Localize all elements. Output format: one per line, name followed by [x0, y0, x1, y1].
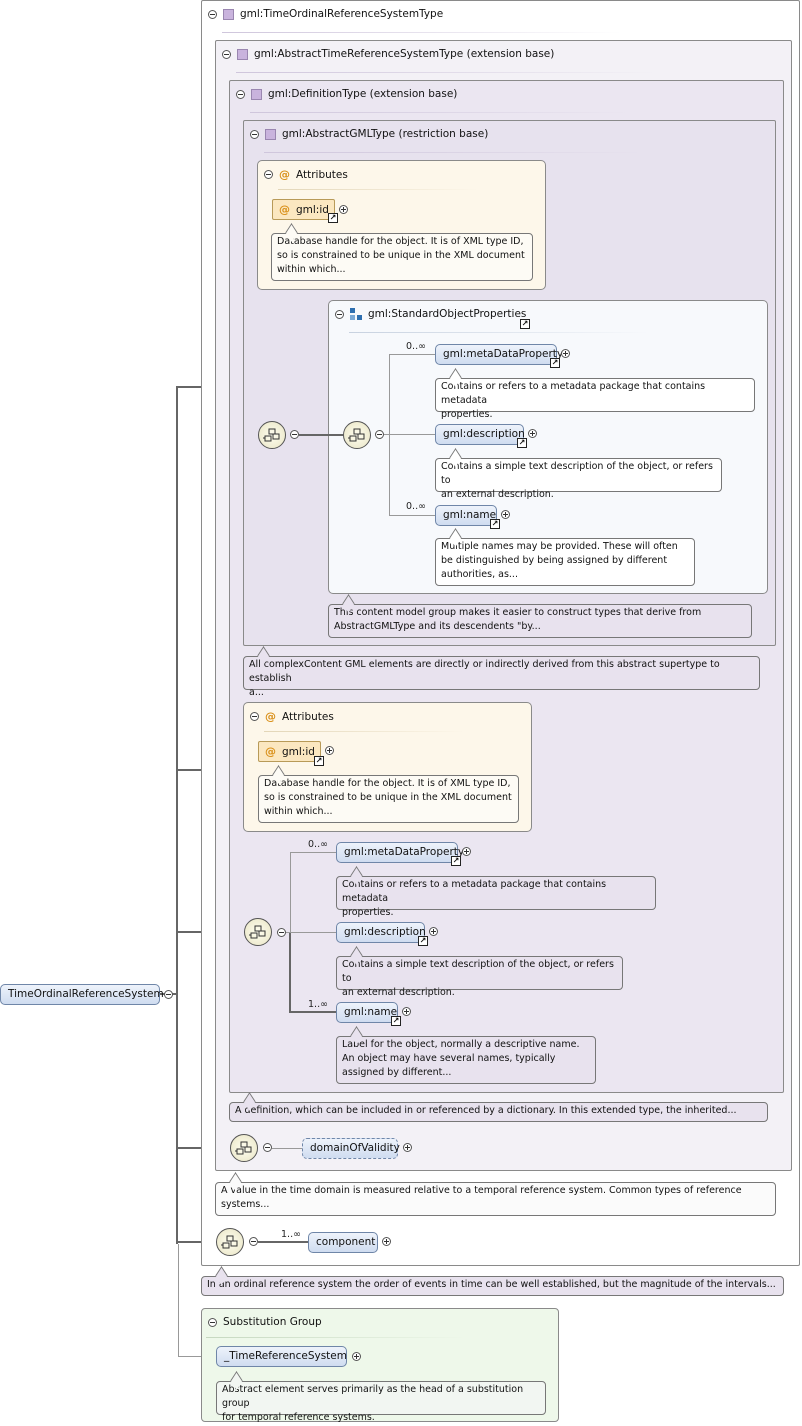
complex-type-icon: [251, 88, 262, 100]
multiplicity: 0..∞: [308, 839, 328, 850]
collapse-icon[interactable]: [263, 1143, 272, 1152]
element-name[interactable]: gml:name: [336, 1002, 398, 1023]
multiplicity: 1..∞: [281, 1229, 301, 1240]
sequence-compositor[interactable]: [258, 421, 286, 449]
attribute-gml-id[interactable]: @gml:id: [258, 741, 321, 762]
group-title: gml:StandardObjectProperties: [368, 308, 527, 320]
annotation: Multiple names may be provided. These wi…: [435, 538, 695, 586]
expand-icon[interactable]: [429, 927, 438, 936]
annotation: Database handle for the object. It is of…: [258, 775, 519, 823]
expand-icon[interactable]: [528, 429, 537, 438]
root-element[interactable]: TimeOrdinalReferenceSystem: [0, 984, 164, 1005]
annotation: A value in the time domain is measured r…: [215, 1182, 776, 1216]
annotation: Abstract element serves primarily as the…: [216, 1381, 546, 1423]
expand-icon[interactable]: [561, 349, 570, 358]
collapse-icon[interactable]: [250, 712, 259, 721]
sequence-compositor[interactable]: [216, 1228, 244, 1256]
annotation: Contains or refers to a metadata package…: [435, 378, 755, 420]
collapse-icon[interactable]: [335, 309, 344, 319]
collapse-icon[interactable]: [277, 928, 286, 937]
sequence-compositor[interactable]: [343, 421, 371, 449]
multiplicity: 0..∞: [406, 501, 426, 512]
element-description[interactable]: gml:description: [435, 424, 525, 445]
collapse-icon[interactable]: [290, 430, 299, 439]
complex-type-icon: [237, 48, 248, 60]
collapse-icon[interactable]: [208, 1317, 217, 1327]
element-metadataproperty[interactable]: gml:metaDataProperty: [336, 842, 464, 863]
element-description[interactable]: gml:description: [336, 922, 426, 943]
group-icon: [350, 308, 362, 320]
attribute-icon: @: [265, 710, 276, 723]
attributes-title: Attributes: [282, 710, 334, 723]
reference-arrow-icon[interactable]: ↗: [451, 856, 461, 866]
reference-arrow-icon[interactable]: ↗: [490, 519, 500, 529]
element-metadataproperty[interactable]: gml:metaDataProperty: [435, 344, 563, 365]
expand-icon[interactable]: [501, 510, 510, 519]
attributes-title: Attributes: [296, 168, 348, 181]
frame-title: gml:AbstractGMLType (restriction base): [282, 128, 489, 140]
substitution-group-title: Substitution Group: [223, 1316, 322, 1328]
expand-icon[interactable]: [462, 847, 471, 856]
annotation: A definition, which can be included in o…: [229, 1102, 768, 1122]
reference-arrow-icon[interactable]: ↗: [550, 358, 560, 368]
annotation: Contains a simple text description of th…: [336, 956, 623, 998]
collapse-icon[interactable]: [264, 170, 273, 179]
multiplicity: 1..∞: [308, 999, 328, 1010]
reference-arrow-icon[interactable]: ↗: [391, 1016, 401, 1026]
expand-icon[interactable]: [402, 1007, 411, 1016]
frame-title: gml:TimeOrdinalReferenceSystemType: [240, 8, 444, 20]
frame-title: gml:AbstractTimeReferenceSystemType (ext…: [254, 48, 555, 60]
expand-icon[interactable]: [325, 746, 334, 755]
annotation: Database handle for the object. It is of…: [271, 233, 533, 281]
expand-icon[interactable]: [339, 205, 348, 214]
annotation: Contains a simple text description of th…: [435, 458, 722, 500]
frame-title: gml:DefinitionType (extension base): [268, 88, 458, 100]
sequence-compositor[interactable]: [244, 918, 272, 946]
element-domainofvalidity[interactable]: domainOfValidity: [302, 1138, 400, 1159]
annotation: Label for the object, normally a descrip…: [336, 1036, 596, 1084]
element-name[interactable]: gml:name: [435, 505, 497, 526]
expand-icon[interactable]: [352, 1352, 361, 1361]
complex-type-icon: [265, 128, 276, 140]
reference-arrow-icon[interactable]: ↗: [328, 213, 338, 223]
collapse-icon[interactable]: [222, 49, 231, 59]
reference-arrow-icon[interactable]: ↗: [314, 756, 324, 766]
element-component[interactable]: component: [308, 1232, 378, 1253]
collapse-icon[interactable]: [236, 89, 245, 99]
collapse-icon[interactable]: [249, 1237, 258, 1246]
attribute-icon: @: [265, 745, 276, 758]
reference-arrow-icon[interactable]: ↗: [517, 438, 527, 448]
collapse-icon[interactable]: [208, 9, 217, 19]
annotation: This content model group makes it easier…: [328, 604, 752, 638]
collapse-icon[interactable]: [164, 990, 173, 999]
multiplicity: 0..∞: [406, 341, 426, 352]
element-timereferencesystem[interactable]: _TimeReferenceSystem: [216, 1346, 347, 1367]
attribute-gml-id[interactable]: @gml:id: [272, 199, 335, 220]
reference-arrow-icon[interactable]: ↗: [520, 319, 530, 329]
collapse-icon[interactable]: [375, 430, 384, 439]
collapse-icon[interactable]: [250, 129, 259, 139]
reference-arrow-icon[interactable]: ↗: [418, 936, 428, 946]
annotation: In an ordinal reference system the order…: [201, 1276, 784, 1296]
expand-icon[interactable]: [403, 1143, 412, 1152]
attribute-icon: @: [279, 168, 290, 181]
sequence-compositor[interactable]: [230, 1134, 258, 1162]
complex-type-icon: [223, 8, 234, 20]
annotation: All complexContent GML elements are dire…: [243, 656, 760, 698]
expand-icon[interactable]: [382, 1237, 391, 1246]
attribute-icon: @: [279, 203, 290, 216]
annotation: Contains or refers to a metadata package…: [336, 876, 656, 918]
